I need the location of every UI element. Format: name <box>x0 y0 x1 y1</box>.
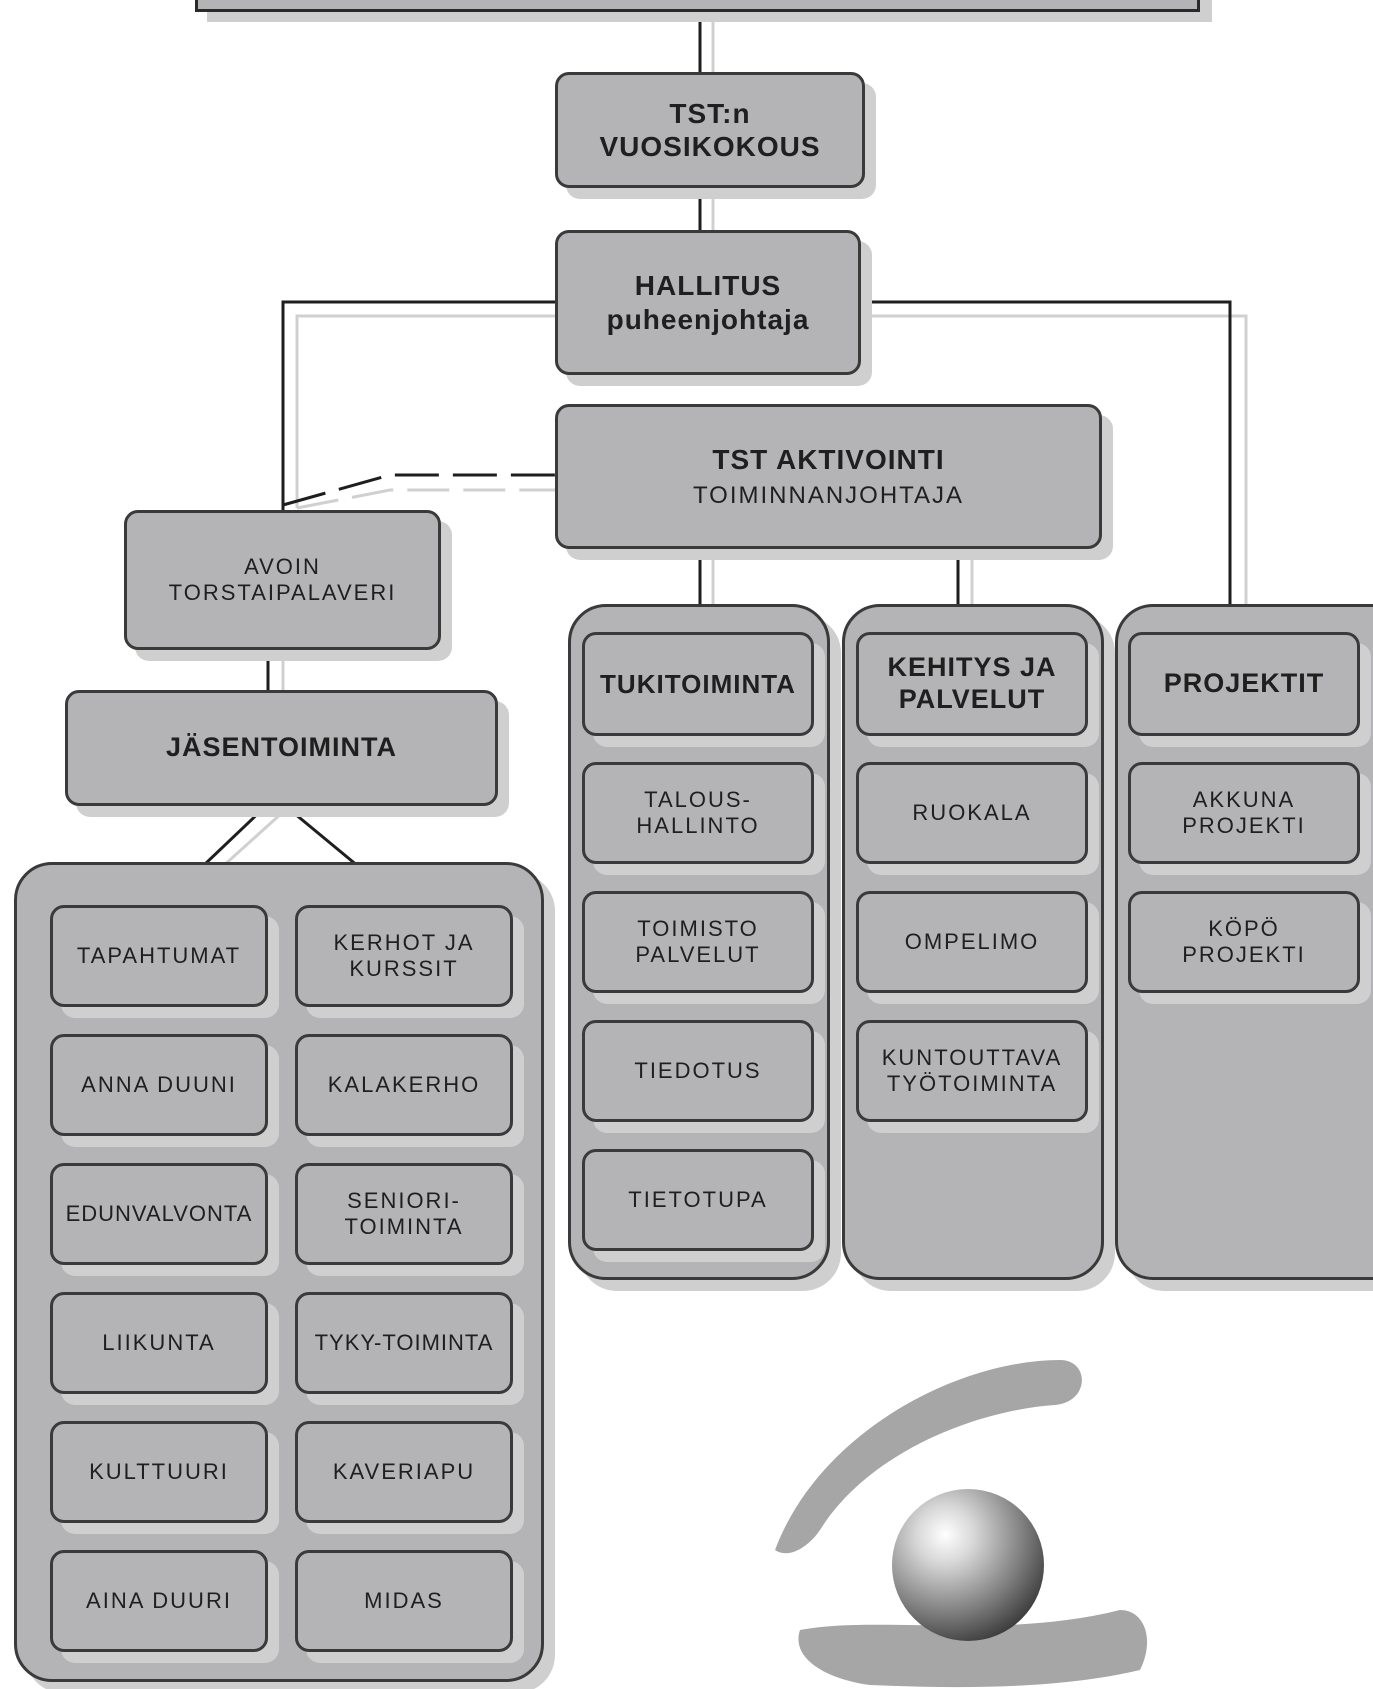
tukitoiminta-header: TUKITOIMINTA <box>582 632 814 736</box>
kehitys-item-line1: RUOKALA <box>912 800 1032 826</box>
tukitoiminta-item-line1: TALOUS- <box>644 787 752 813</box>
jasen-item: TYKY-TOIMINTA <box>295 1292 513 1394</box>
jasen-item-line1: ANNA DUUNI <box>81 1072 237 1098</box>
jasen-item: AINA DUURI <box>50 1550 268 1652</box>
hallitus-line2: puheenjohtaja <box>606 303 810 335</box>
jasen-item-line1: KALAKERHO <box>327 1072 481 1098</box>
kehitys-item: RUOKALA <box>856 762 1088 864</box>
projektit-item: AKKUNA PROJEKTI <box>1128 762 1360 864</box>
jasen-item-line1: LIIKUNTA <box>102 1330 216 1356</box>
aktivointi-line1: TST AKTIVOINTI <box>712 443 945 475</box>
projektit-item-line2: PROJEKTI <box>1182 942 1306 967</box>
kehitys-header-line1: KEHITYS JA <box>887 652 1057 683</box>
line-hallitus-avoin <box>281 300 556 510</box>
kehitys-header: KEHITYS JA PALVELUT <box>856 632 1088 736</box>
tukitoiminta-item: TALOUS- HALLINTO <box>582 762 814 864</box>
tukitoiminta-item: TIETOTUPA <box>582 1149 814 1251</box>
tukitoiminta-item-line1: TOIMISTO <box>637 916 759 942</box>
tukitoiminta-item: TIEDOTUS <box>582 1020 814 1122</box>
jasen-item: KERHOT JA KURSSIT <box>295 905 513 1007</box>
avoin-line1: AVOIN <box>244 554 321 580</box>
jasentoiminta-box: JÄSENTOIMINTA <box>65 690 498 806</box>
jasen-item-line2: TOIMINTA <box>344 1214 464 1239</box>
kehitys-item: KUNTOUTTAVA TYÖTOIMINTA <box>856 1020 1088 1122</box>
jasen-item-line2: KURSSIT <box>349 956 459 981</box>
aktivointi-box: TST AKTIVOINTI TOIMINNANJOHTAJA <box>555 404 1102 549</box>
kehitys-item: OMPELIMO <box>856 891 1088 993</box>
jasen-item-line1: EDUNVALVONTA <box>65 1201 253 1227</box>
avoin-line2: TORSTAIPALAVERI <box>168 580 397 605</box>
jasen-item-line1: KERHOT JA <box>333 930 475 956</box>
jasentoiminta-label: JÄSENTOIMINTA <box>165 732 398 763</box>
jasen-item: ANNA DUUNI <box>50 1034 268 1136</box>
projektit-header: PROJEKTIT <box>1128 632 1360 736</box>
tukitoiminta-item-line1: TIETOTUPA <box>628 1187 768 1213</box>
shadow-line <box>295 314 563 508</box>
kehitys-item-line2: TYÖTOIMINTA <box>886 1071 1058 1096</box>
jasen-item: TAPAHTUMAT <box>50 905 268 1007</box>
jasen-item-line1: TYKY-TOIMINTA <box>314 1330 494 1356</box>
jasen-item: EDUNVALVONTA <box>50 1163 268 1265</box>
hallitus-line1: HALLITUS <box>634 270 782 302</box>
projektit-header-line1: PROJEKTIT <box>1163 668 1325 699</box>
kehitys-item-line1: KUNTOUTTAVA <box>881 1045 1063 1071</box>
line-hallitus-projektit <box>860 300 1232 606</box>
jasen-item: KAVERIAPU <box>295 1421 513 1523</box>
top-frame <box>195 0 1200 12</box>
vuosikokous-line1: TST:n <box>669 97 751 129</box>
tukitoiminta-item-line2: PALVELUT <box>635 942 761 967</box>
jasen-item-line1: TAPAHTUMAT <box>76 943 242 969</box>
tukitoiminta-item-line1: TIEDOTUS <box>634 1058 762 1084</box>
tukitoiminta-item: TOIMISTO PALVELUT <box>582 891 814 993</box>
line-aktivointi-avoin <box>282 473 556 507</box>
jasen-item-line1: SENIORI- <box>347 1188 461 1214</box>
projektit-item-line1: KÖPÖ <box>1208 916 1280 942</box>
jasen-item-line1: KAVERIAPU <box>332 1459 476 1485</box>
shadow-line <box>296 488 570 510</box>
jasen-item-line1: KULTTUURI <box>89 1459 229 1485</box>
jasen-item-line1: MIDAS <box>364 1588 444 1614</box>
avoin-box: AVOIN TORSTAIPALAVERI <box>124 510 441 650</box>
projektit-item-line2: PROJEKTI <box>1182 813 1306 838</box>
tukitoiminta-header-line1: TUKITOIMINTA <box>600 668 796 699</box>
projektit-item: KÖPÖ PROJEKTI <box>1128 891 1360 993</box>
shadow-line <box>871 314 1248 615</box>
tukitoiminta-item-line2: HALLINTO <box>636 813 760 838</box>
jasen-item: KULTTUURI <box>50 1421 268 1523</box>
jasen-item: MIDAS <box>295 1550 513 1652</box>
aktivointi-line2: TOIMINNANJOHTAJA <box>692 481 965 509</box>
jasen-item: SENIORI- TOIMINTA <box>295 1163 513 1265</box>
eye-logo-icon <box>775 1360 1148 1688</box>
jasen-item: KALAKERHO <box>295 1034 513 1136</box>
jasen-item-line1: AINA DUURI <box>86 1588 232 1614</box>
hallitus-box: HALLITUS puheenjohtaja <box>555 230 861 375</box>
kehitys-item-line1: OMPELIMO <box>904 929 1040 955</box>
kehitys-header-line2: PALVELUT <box>898 684 1046 714</box>
projektit-item-line1: AKKUNA <box>1192 787 1296 813</box>
vuosikokous-line2: VUOSIKOKOUS <box>599 131 821 162</box>
vuosikokous-box: TST:n VUOSIKOKOUS <box>555 72 865 188</box>
jasen-item: LIIKUNTA <box>50 1292 268 1394</box>
